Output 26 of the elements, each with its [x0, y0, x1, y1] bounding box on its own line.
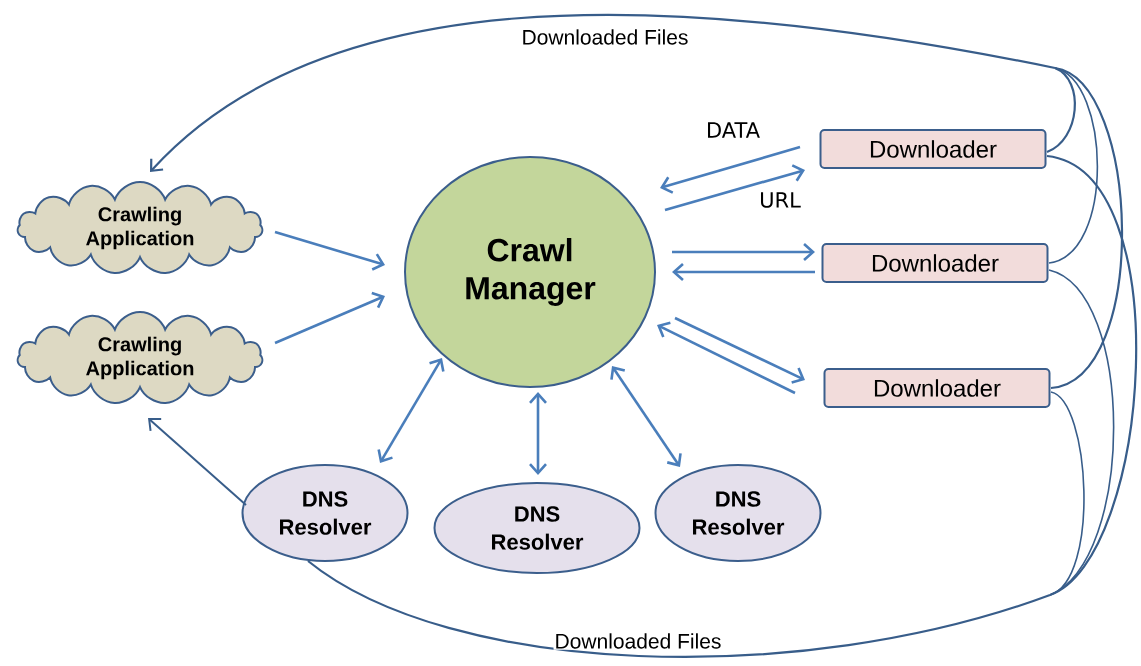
arrow	[377, 358, 445, 463]
arrow	[529, 392, 547, 475]
edge-label: Downloaded Files	[553, 632, 723, 650]
edge-label: URL	[758, 191, 802, 209]
line	[1048, 67, 1099, 264]
arrow	[664, 164, 805, 212]
arrow	[148, 418, 247, 506]
line	[1046, 154, 1137, 596]
arrow	[150, 13, 1056, 172]
edge-label: DATA	[704, 121, 762, 139]
line	[1050, 67, 1124, 390]
arrow	[274, 291, 385, 345]
arrow	[672, 243, 815, 261]
arrow	[672, 263, 815, 281]
arrow	[274, 230, 385, 271]
downloader-box: Downloader	[823, 368, 1051, 408]
downloader-box: Downloader	[821, 243, 1049, 283]
arrow	[660, 145, 801, 194]
line	[1046, 67, 1076, 153]
arrow	[674, 316, 805, 384]
arrow	[610, 366, 682, 467]
downloader-box: Downloader	[819, 129, 1047, 169]
edge-label: Downloaded Files	[520, 28, 690, 46]
line	[1049, 391, 1085, 596]
line	[1048, 269, 1115, 596]
arrow	[657, 321, 796, 395]
